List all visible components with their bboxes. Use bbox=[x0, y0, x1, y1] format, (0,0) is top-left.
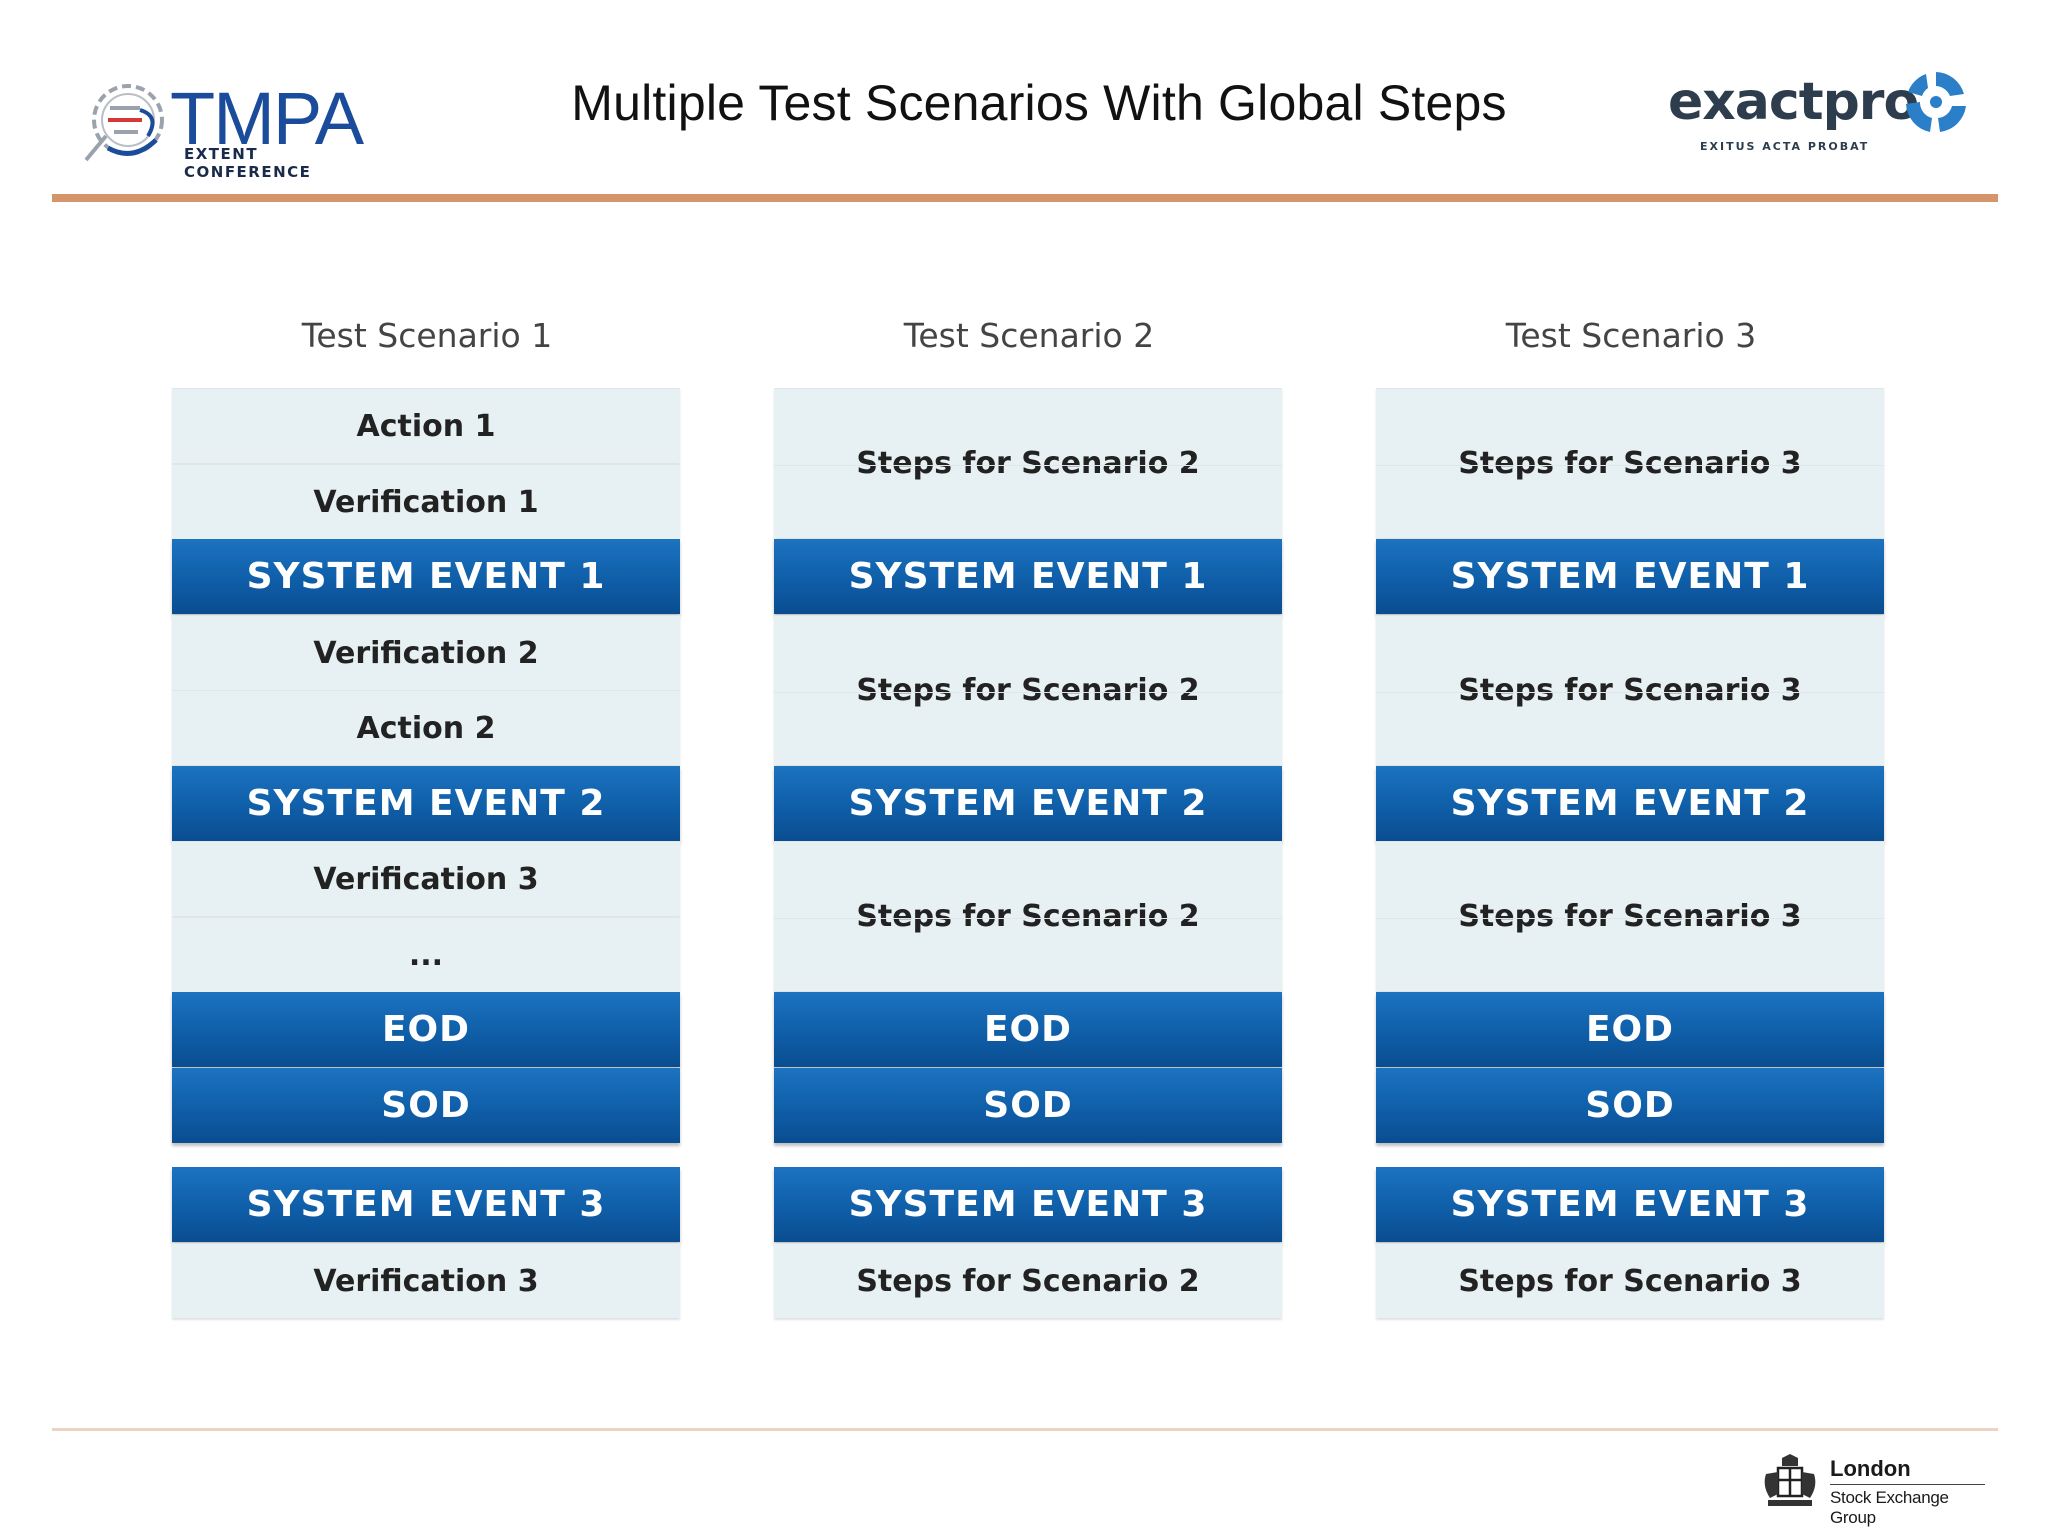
scenario-1-system-event-cell: EOD bbox=[172, 992, 680, 1067]
cell-label: SYSTEM EVENT 1 bbox=[848, 556, 1208, 597]
scenario-1-step-cell: Action 1 bbox=[172, 388, 680, 463]
cell-label: SYSTEM EVENT 1 bbox=[246, 556, 606, 597]
cell-row-seam bbox=[774, 692, 1282, 693]
scenario-2-system-event-cell: SYSTEM EVENT 3 bbox=[774, 1167, 1282, 1242]
cell-label: Steps for Scenario 2 bbox=[856, 446, 1200, 481]
cell-label: Steps for Scenario 3 bbox=[1458, 673, 1802, 708]
scenario-3-step-cell: Steps for Scenario 3 bbox=[1376, 841, 1884, 991]
gear-icon bbox=[84, 84, 164, 162]
cell-label: Action 2 bbox=[356, 710, 496, 746]
scenario-3-step-cell: Steps for Scenario 3 bbox=[1376, 1243, 1884, 1318]
cell-label: SYSTEM EVENT 1 bbox=[1450, 556, 1810, 597]
lseg-subtitle: Stock Exchange Group bbox=[1830, 1488, 1949, 1527]
cell-label: SYSTEM EVENT 2 bbox=[848, 783, 1208, 824]
lseg-logo: London Stock Exchange Group bbox=[1760, 1454, 1990, 1527]
scenario-2-step-cell: Steps for Scenario 2 bbox=[774, 615, 1282, 765]
scenario-1-system-event-cell: SOD bbox=[172, 1068, 680, 1143]
exactpro-logo: exactpro EXITUS ACTA PROBAT bbox=[1668, 62, 1978, 162]
scenario-1-system-event-cell: SYSTEM EVENT 3 bbox=[172, 1167, 680, 1242]
scenario-2-system-event-cell: SYSTEM EVENT 1 bbox=[774, 539, 1282, 614]
cell-label: Steps for Scenario 2 bbox=[856, 899, 1200, 934]
cell-label: SOD bbox=[381, 1085, 471, 1126]
scenario-3-step-cell: Steps for Scenario 3 bbox=[1376, 388, 1884, 538]
cell-label: SYSTEM EVENT 2 bbox=[246, 783, 606, 824]
cell-label: ... bbox=[408, 937, 444, 973]
cell-row-seam bbox=[774, 465, 1282, 466]
scenario-2-header: Test Scenario 2 bbox=[903, 316, 1155, 355]
cell-label: Verification 3 bbox=[313, 1263, 539, 1299]
cell-label: SYSTEM EVENT 3 bbox=[848, 1184, 1208, 1225]
tmpa-subtitle: EXTENT CONFERENCE bbox=[184, 145, 312, 181]
scenario-1-step-cell: Verification 3 bbox=[172, 841, 680, 916]
tmpa-wordmark: TMPA bbox=[170, 77, 364, 160]
scenario-2-step-cell: Steps for Scenario 2 bbox=[774, 1243, 1282, 1318]
cell-label: Steps for Scenario 3 bbox=[1458, 899, 1802, 934]
scenario-1-step-cell: ... bbox=[172, 917, 680, 992]
scenario-3-system-event-cell: SYSTEM EVENT 2 bbox=[1376, 766, 1884, 841]
cell-row-seam bbox=[1376, 918, 1884, 919]
cell-label: EOD bbox=[983, 1009, 1073, 1050]
cell-label: Steps for Scenario 3 bbox=[1458, 1263, 1802, 1299]
cell-label: Verification 2 bbox=[313, 635, 539, 671]
scenario-2-system-event-cell: SOD bbox=[774, 1068, 1282, 1143]
tmpa-logo: TMPA EXTENT CONFERENCE bbox=[78, 70, 378, 181]
scenario-3-system-event-cell: SOD bbox=[1376, 1068, 1884, 1143]
cell-label: SYSTEM EVENT 3 bbox=[246, 1184, 606, 1225]
header-divider bbox=[52, 194, 1998, 202]
scenario-1-step-cell: Verification 1 bbox=[172, 464, 680, 539]
scenario-3-step-cell: Steps for Scenario 3 bbox=[1376, 615, 1884, 765]
scenario-2-step-cell: Steps for Scenario 2 bbox=[774, 841, 1282, 991]
cell-label: EOD bbox=[381, 1009, 471, 1050]
scenario-3-header: Test Scenario 3 bbox=[1505, 316, 1757, 355]
scenario-1-system-event-cell: SYSTEM EVENT 2 bbox=[172, 766, 680, 841]
cell-label: Verification 3 bbox=[313, 861, 539, 897]
cell-row-seam bbox=[1376, 465, 1884, 466]
scenario-3-system-event-cell: SYSTEM EVENT 3 bbox=[1376, 1167, 1884, 1242]
lseg-rule bbox=[1830, 1484, 1985, 1485]
footer-divider bbox=[52, 1428, 1998, 1431]
cell-label: SYSTEM EVENT 3 bbox=[1450, 1184, 1810, 1225]
scenario-3-system-event-cell: SYSTEM EVENT 1 bbox=[1376, 539, 1884, 614]
cell-label: SYSTEM EVENT 2 bbox=[1450, 783, 1810, 824]
scenario-2-step-cell: Steps for Scenario 2 bbox=[774, 388, 1282, 538]
cell-label: SOD bbox=[983, 1085, 1073, 1126]
cell-row-seam bbox=[774, 918, 1282, 919]
scenario-1-header: Test Scenario 1 bbox=[301, 316, 553, 355]
exactpro-swirl-icon bbox=[1906, 72, 1966, 132]
scenario-2-system-event-cell: SYSTEM EVENT 2 bbox=[774, 766, 1282, 841]
coat-of-arms-icon bbox=[1764, 1454, 1816, 1506]
scenario-1-step-cell: Verification 3 bbox=[172, 1243, 680, 1318]
cell-label: EOD bbox=[1585, 1009, 1675, 1050]
scenario-2-system-event-cell: EOD bbox=[774, 992, 1282, 1067]
cell-label: Steps for Scenario 2 bbox=[856, 1263, 1200, 1299]
scenario-3-system-event-cell: EOD bbox=[1376, 992, 1884, 1067]
exactpro-tagline: EXITUS ACTA PROBAT bbox=[1700, 140, 1870, 153]
exactpro-wordmark: exactpro bbox=[1668, 72, 1919, 132]
cell-label: Steps for Scenario 3 bbox=[1458, 446, 1802, 481]
scenario-1-system-event-cell: SYSTEM EVENT 1 bbox=[172, 539, 680, 614]
page-title: Multiple Test Scenarios With Global Step… bbox=[571, 75, 1507, 131]
cell-row-seam bbox=[1376, 692, 1884, 693]
scenario-1-step-cell: Verification 2 bbox=[172, 615, 680, 690]
cell-label: Steps for Scenario 2 bbox=[856, 673, 1200, 708]
cell-label: Verification 1 bbox=[313, 484, 539, 520]
cell-label: Action 1 bbox=[356, 408, 496, 444]
cell-label: SOD bbox=[1585, 1085, 1675, 1126]
lseg-name: London bbox=[1830, 1456, 1911, 1481]
scenario-1-step-cell: Action 2 bbox=[172, 690, 680, 765]
